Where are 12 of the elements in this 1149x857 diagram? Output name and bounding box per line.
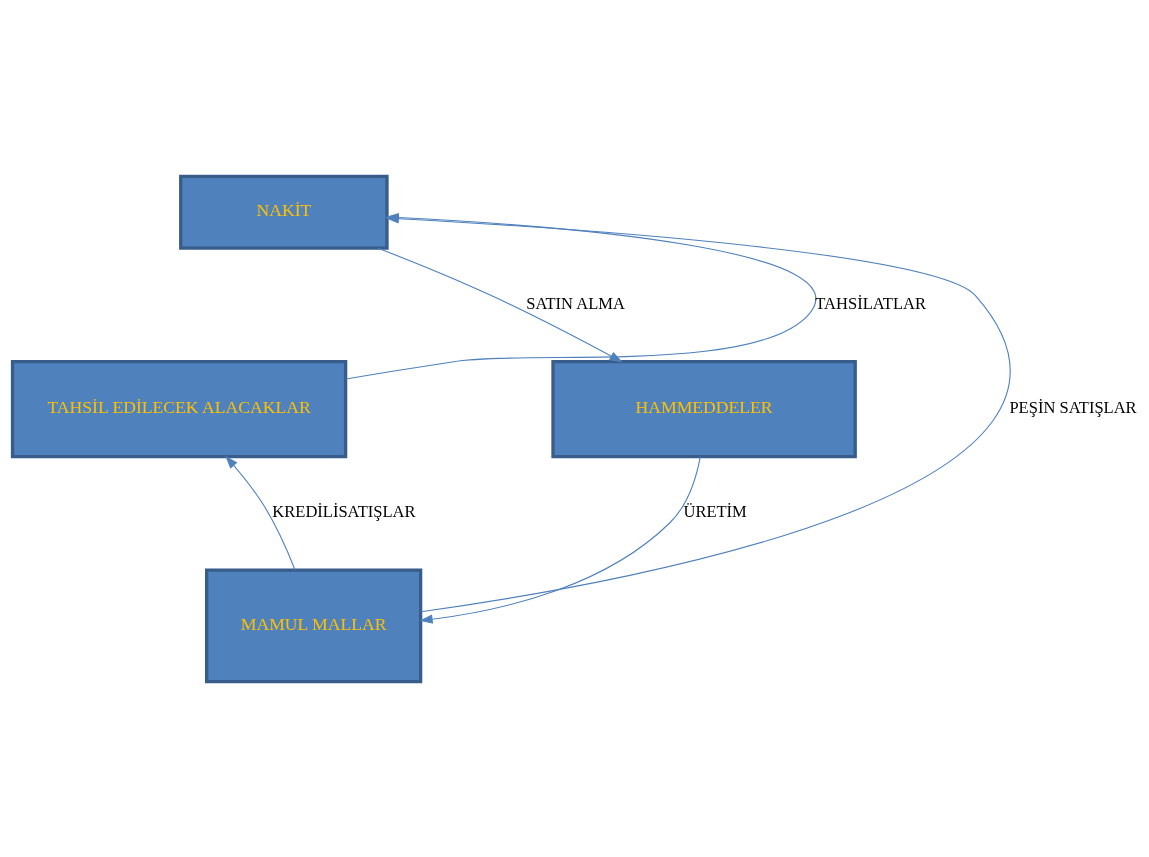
node-box: HAMMEDDELER [551, 359, 857, 458]
arrow [419, 455, 701, 624]
arrow [377, 247, 623, 362]
node-box: MAMUL MALLAR [205, 568, 423, 683]
edge-label: KREDİLİSATIŞLAR [272, 501, 416, 521]
edge-label: TAHSİLATLAR [815, 293, 927, 313]
node-box: NAKİT [179, 174, 389, 250]
edge-label: SATIN ALMA [526, 293, 625, 313]
edge-label: ÜRETİM [683, 501, 747, 521]
node-box: TAHSİL EDİLECEK ALACAKLAR [10, 359, 348, 458]
edge-label: PEŞİN SATIŞLAR [1009, 397, 1137, 417]
arrow [225, 455, 296, 570]
